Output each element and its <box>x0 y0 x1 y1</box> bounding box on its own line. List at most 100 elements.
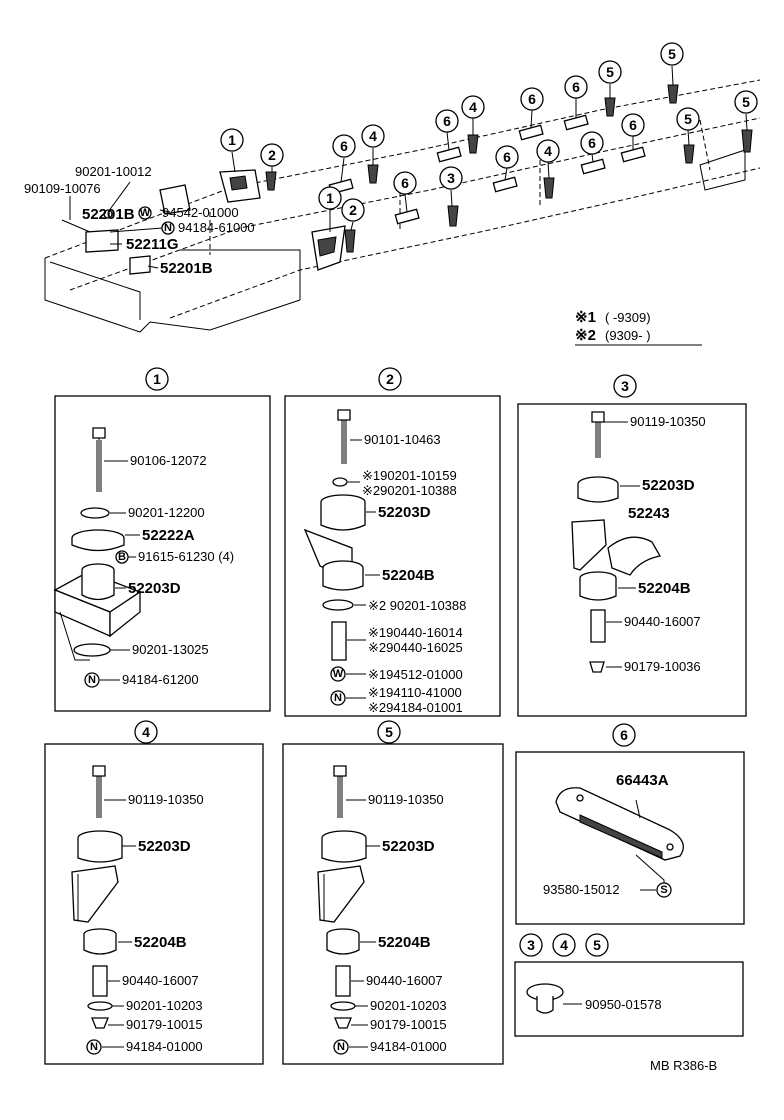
detail-box-6: 6 S 66443A 93580-15012 <box>515 723 745 925</box>
box5-label-2: 52203D <box>382 838 435 855</box>
box2-label-8a: ※194110-41000 <box>368 685 462 700</box>
box3-label-1: 90119-10350 <box>630 414 706 429</box>
detail-box-3: 3 90119-10350 52203D 52243 52204B 90440-… <box>517 374 747 717</box>
overview-callouts: 1 2 6 4 1 2 6 3 4 6 6 4 6 5 6 6 6 5 5 5 <box>220 42 758 222</box>
svg-text:6: 6 <box>503 149 511 165</box>
label-94184-61000: 94184-61000 <box>178 220 255 235</box>
box3-label-6: 90179-10036 <box>624 659 701 674</box>
callout-circle: 4 <box>461 95 485 119</box>
svg-text:4: 4 <box>142 724 150 740</box>
box3-label-5: 90440-16007 <box>624 614 701 629</box>
svg-text:W: W <box>333 668 344 680</box>
overview-leaders <box>109 65 748 269</box>
box1-label-1: 90106-12072 <box>130 453 207 468</box>
box2-label-2b: ※290201-10388 <box>362 483 457 498</box>
svg-text:S: S <box>660 884 667 896</box>
svg-text:1: 1 <box>326 190 334 206</box>
box1-label-2: 90201-12200 <box>128 505 205 520</box>
box1-label-4: 91615-61230 (4) <box>138 549 234 564</box>
svg-text:3: 3 <box>447 170 455 186</box>
box3-label-3: 52243 <box>628 505 670 522</box>
svg-text:6: 6 <box>528 91 536 107</box>
box5-label-3: 52204B <box>378 934 431 951</box>
callout-circle: 6 <box>495 145 519 169</box>
svg-text:6: 6 <box>620 727 628 743</box>
box5-label-4: 90440-16007 <box>366 973 443 988</box>
box4-label-6: 90179-10015 <box>126 1017 203 1032</box>
box5-label-1: 90119-10350 <box>368 792 444 807</box>
svg-text:※2: ※2 <box>575 327 596 344</box>
box2-label-5: ※2 90201-10388 <box>368 598 466 613</box>
callout-circle: 5 <box>598 60 622 84</box>
callout-circle: 6 <box>580 131 604 155</box>
svg-text:( -9309): ( -9309) <box>605 310 651 325</box>
box2-label-4: 52204B <box>382 567 435 584</box>
svg-text:N: N <box>90 1041 98 1053</box>
svg-text:6: 6 <box>340 138 348 154</box>
box2-label-1: 90101-10463 <box>364 432 441 447</box>
callout-circle: 6 <box>621 113 645 137</box>
callout-circle: 4 <box>361 124 385 148</box>
callout-circle: 6 <box>435 109 459 133</box>
box1-label-3: 52222A <box>142 527 195 544</box>
svg-text:6: 6 <box>629 117 637 133</box>
callout-circle: 6 <box>520 87 544 111</box>
frame-overview: 1 2 6 4 1 2 6 3 4 6 6 4 6 5 6 6 6 5 5 5 … <box>24 42 761 346</box>
svg-text:N: N <box>334 692 342 704</box>
svg-text:B: B <box>118 551 126 563</box>
svg-text:N: N <box>88 674 96 686</box>
svg-text:5: 5 <box>668 46 676 62</box>
frame-pads <box>328 114 646 225</box>
svg-text:5: 5 <box>742 94 750 110</box>
box1-label-6: 90201-13025 <box>132 642 209 657</box>
box4-label-2: 52203D <box>138 838 191 855</box>
detail-box-4: 4 N 90119-10350 52203D 52204B 90440-1600… <box>44 720 264 1065</box>
svg-text:4: 4 <box>469 99 477 115</box>
label-90109-10076: 90109-10076 <box>24 181 101 196</box>
svg-text:W: W <box>140 207 151 219</box>
svg-text:※1: ※1 <box>575 309 596 326</box>
callout-circle: 3 <box>439 166 463 190</box>
svg-text:N: N <box>337 1041 345 1053</box>
box7-label-1: 90950-01578 <box>585 997 662 1012</box>
box2-label-3: 52203D <box>378 504 431 521</box>
box4-label-7: 94184-01000 <box>126 1039 203 1054</box>
detail-box-5: 5 N 90119-10350 52203D 52204B 90440-1600… <box>282 720 504 1065</box>
svg-text:6: 6 <box>401 175 409 191</box>
box5-label-6: 90179-10015 <box>370 1017 447 1032</box>
box4-label-1: 90119-10350 <box>128 792 204 807</box>
detail-box-1: 1 B N 90106-12072 90201-12200 <box>53 367 271 712</box>
svg-text:2: 2 <box>349 202 357 218</box>
box6-label-2: 93580-15012 <box>543 882 620 897</box>
svg-text:3: 3 <box>621 378 629 394</box>
svg-text:5: 5 <box>593 937 601 953</box>
svg-text:4: 4 <box>560 937 568 953</box>
box2-label-8b: ※294184-01001 <box>368 700 463 715</box>
label-52201B: 52201B <box>82 206 135 223</box>
box5-label-7: 94184-01000 <box>370 1039 447 1054</box>
svg-text:2: 2 <box>386 371 394 387</box>
detail-box-common: 3 4 5 90950-01578 <box>514 933 744 1037</box>
diagram-code: MB R386-B <box>650 1058 717 1073</box>
label-94542-01000: 94542-01000 <box>162 205 239 220</box>
frame-bolts <box>265 84 753 253</box>
svg-text:4: 4 <box>369 128 377 144</box>
nut-letter: N <box>161 221 175 235</box>
svg-text:2: 2 <box>268 147 276 163</box>
label-90201-10012: 90201-10012 <box>75 164 152 179</box>
svg-text:1: 1 <box>228 132 236 148</box>
callout-circle: 1 <box>220 128 244 152</box>
callout-circle: 6 <box>393 171 417 195</box>
box6-label-1: 66443A <box>616 772 669 789</box>
box2-label-6a: ※190440-16014 <box>368 625 463 640</box>
washer-letter: W <box>138 206 152 220</box>
callout-circle: 6 <box>564 75 588 99</box>
svg-text:5: 5 <box>684 111 692 127</box>
detail-box-2: 2 W N 90101-10463 ※190201-10159 ※290201-… <box>284 367 501 717</box>
box4-label-4: 90440-16007 <box>122 973 199 988</box>
callout-circle: 1 <box>318 186 342 210</box>
box2-label-6b: ※290440-16025 <box>368 640 463 655</box>
svg-text:5: 5 <box>385 724 393 740</box>
callout-circle: 5 <box>660 42 684 66</box>
